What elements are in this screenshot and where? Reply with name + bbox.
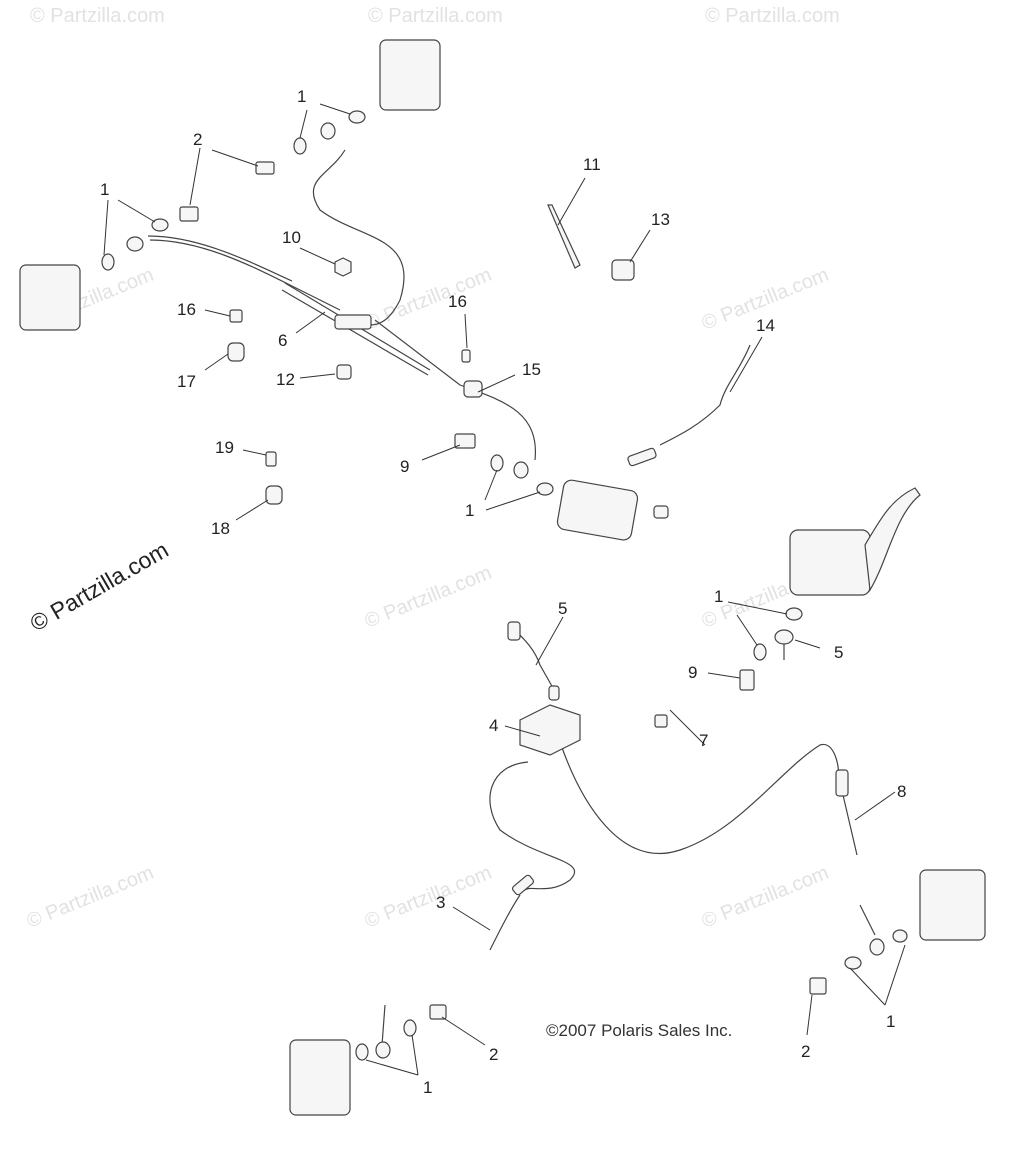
brake-lever xyxy=(864,487,921,592)
callout-18: 18 xyxy=(211,519,230,538)
callout-labels: 1 2 1 10 11 13 16 16 6 17 12 15 14 19 9 … xyxy=(100,87,906,1097)
watermark-text: © Partzilla.com xyxy=(24,862,157,933)
callout-16: 16 xyxy=(177,300,196,319)
watermark-text: © Partzilla.com xyxy=(362,862,495,933)
bolt xyxy=(179,206,199,222)
callout-1: 1 xyxy=(886,1012,895,1031)
front-caliper xyxy=(556,479,639,541)
callout-16: 16 xyxy=(448,292,467,311)
callout-4: 4 xyxy=(489,716,498,735)
screw xyxy=(461,349,471,363)
watermark-text: © Partzilla.com xyxy=(699,862,832,933)
screw xyxy=(336,364,352,380)
hose-fitting xyxy=(627,447,657,467)
washer xyxy=(490,454,504,472)
callout-1: 1 xyxy=(100,180,109,199)
washer xyxy=(403,1019,417,1037)
banjo-fitting xyxy=(869,938,885,956)
callout-7: 7 xyxy=(699,731,708,750)
callout-10: 10 xyxy=(282,228,301,247)
callout-15: 15 xyxy=(522,360,541,379)
copyright-notice: ©2007 Polaris Sales Inc. xyxy=(546,1021,732,1040)
callout-9: 9 xyxy=(400,457,409,476)
banjo-fitting xyxy=(320,122,336,140)
washer xyxy=(536,482,554,496)
callout-5: 5 xyxy=(558,599,567,618)
clip xyxy=(463,380,483,398)
watermark-text: © Partzilla.com xyxy=(362,562,495,633)
clip xyxy=(265,485,283,505)
callout-2: 2 xyxy=(193,130,202,149)
callout-12: 12 xyxy=(276,370,295,389)
washer xyxy=(753,643,767,661)
washer xyxy=(348,110,366,124)
switch xyxy=(611,259,635,281)
washer xyxy=(101,253,115,271)
callout-13: 13 xyxy=(651,210,670,229)
nut xyxy=(334,257,352,277)
brake-lines xyxy=(147,149,876,1046)
hose-fitting xyxy=(835,769,849,797)
washer xyxy=(293,137,307,155)
watermark-text: © Partzilla.com xyxy=(30,5,165,27)
callout-1: 1 xyxy=(465,501,474,520)
bolt xyxy=(454,433,476,449)
junction-clamp xyxy=(334,314,372,330)
callout-1: 1 xyxy=(714,587,723,606)
clip xyxy=(227,342,245,362)
watermark-text: © Partzilla.com xyxy=(368,5,503,27)
callout-1: 1 xyxy=(297,87,306,106)
banjo-fitting xyxy=(774,629,794,645)
banjo-fitting xyxy=(375,1041,391,1059)
bolt xyxy=(739,669,755,691)
watermark-text: © Partzilla.com xyxy=(362,264,495,335)
callout-14: 14 xyxy=(756,316,775,335)
callout-1: 1 xyxy=(423,1078,432,1097)
callout-17: 17 xyxy=(177,372,196,391)
parts xyxy=(19,39,986,1116)
bolt xyxy=(809,977,827,995)
screw xyxy=(229,309,243,323)
leader-lines xyxy=(103,103,906,1076)
bolt xyxy=(255,161,275,175)
screw xyxy=(265,451,277,467)
brake-distribution-block xyxy=(519,704,581,756)
fitting xyxy=(654,714,668,728)
hose-fitting xyxy=(507,621,521,641)
banjo-fitting xyxy=(126,236,144,252)
banjo-fitting xyxy=(513,461,529,479)
bolt xyxy=(429,1004,447,1020)
washer xyxy=(785,607,803,621)
lower-right-caliper xyxy=(919,869,986,941)
partzilla-logo-text: © Partzilla.com xyxy=(26,536,173,636)
washer xyxy=(151,218,169,232)
washer xyxy=(892,929,908,943)
master-cylinder xyxy=(789,529,871,596)
hose-fitting xyxy=(511,874,535,896)
rod xyxy=(547,204,581,269)
callout-9: 9 xyxy=(688,663,697,682)
fitting xyxy=(653,505,669,519)
callout-19: 19 xyxy=(215,438,234,457)
washer xyxy=(355,1043,369,1061)
top-caliper xyxy=(379,39,441,111)
lower-left-caliper xyxy=(289,1039,351,1116)
callout-3: 3 xyxy=(436,893,445,912)
callout-2: 2 xyxy=(801,1042,810,1061)
callout-8: 8 xyxy=(897,782,906,801)
left-caliper xyxy=(19,264,81,331)
watermark-text: © Partzilla.com xyxy=(705,5,840,27)
callout-5: 5 xyxy=(834,643,843,662)
washer xyxy=(844,956,862,970)
watermark-layer: © Partzilla.com © Partzilla.com © Partzi… xyxy=(24,5,840,933)
hose-fitting xyxy=(548,685,560,701)
callout-6: 6 xyxy=(278,331,287,350)
callout-2: 2 xyxy=(489,1045,498,1064)
callout-11: 11 xyxy=(583,155,601,174)
